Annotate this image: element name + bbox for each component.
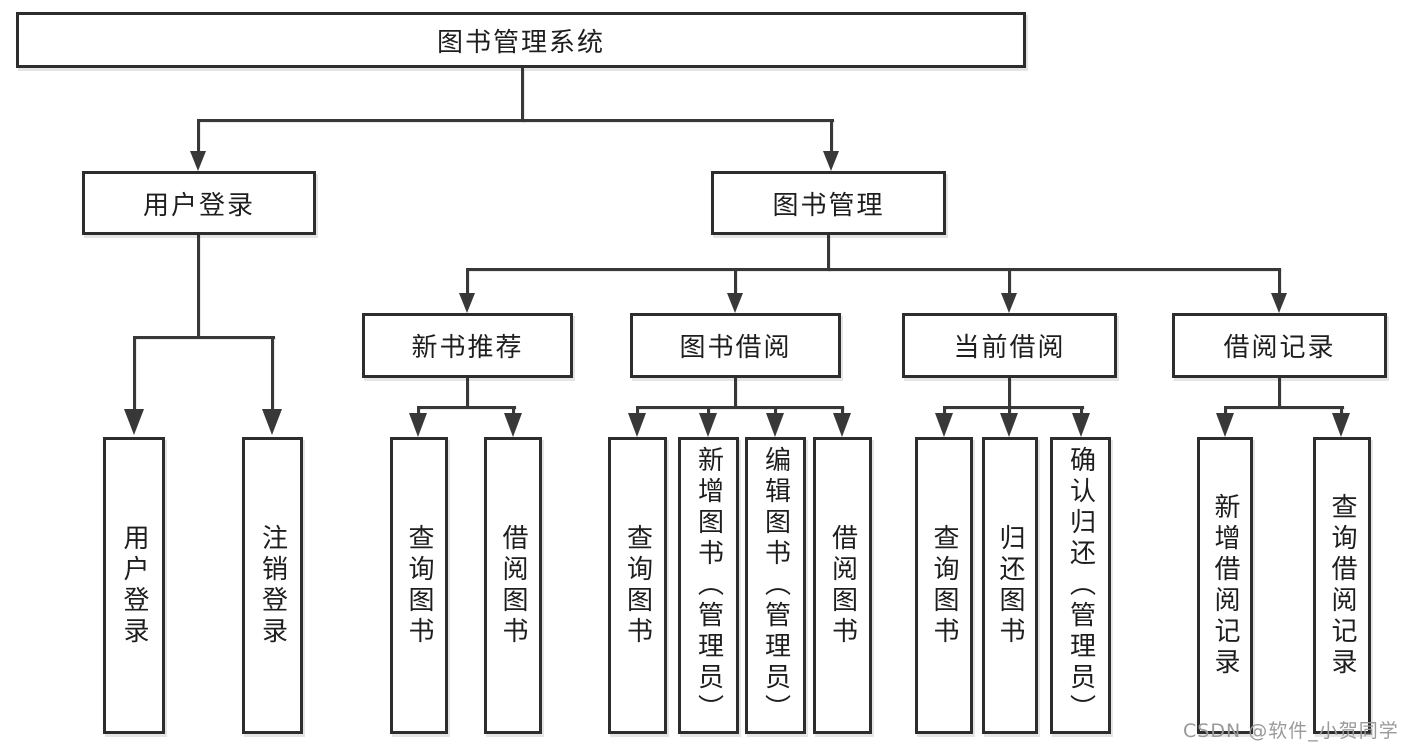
arrow-down — [935, 413, 953, 437]
arrow-down — [727, 293, 743, 313]
leaf-add-borrow-record: 新增借阅记录 — [1197, 437, 1253, 734]
tree-connector — [197, 119, 834, 122]
tree-connector — [466, 268, 1281, 271]
leaf-confirm-return-admin: 确认归还（管理员） — [1050, 437, 1111, 734]
arrow-down — [1216, 413, 1234, 437]
node-label: 用户登录 — [142, 190, 255, 221]
leaf-query-books-recommend: 查询图书 — [390, 437, 448, 734]
tree-connector — [734, 268, 737, 295]
leaf-query-books-borrow: 查询图书 — [608, 437, 667, 734]
leaf-label: 新增图书（管理员） — [693, 446, 724, 725]
arrow-down — [1072, 413, 1090, 437]
node-current-borrowing: 当前借阅 — [902, 313, 1117, 378]
tree-connector — [512, 406, 515, 416]
leaf-label: 查询图书 — [929, 523, 959, 648]
tree-connector — [1008, 378, 1011, 408]
leaf-label: 用户登录 — [119, 523, 149, 648]
arrow-down — [1001, 293, 1017, 313]
arrow-down — [459, 293, 475, 313]
arrow-down — [190, 151, 206, 171]
leaf-label: 查询借阅记录 — [1327, 492, 1357, 679]
tree-connector — [1224, 406, 1344, 409]
tree-connector — [197, 119, 200, 153]
tree-connector — [636, 406, 639, 416]
tree-connector — [707, 406, 710, 416]
node-label: 新书推荐 — [411, 333, 524, 363]
tree-connector — [417, 406, 516, 409]
tree-connector — [827, 235, 830, 271]
node-label: 图书管理 — [772, 190, 885, 221]
leaf-user-login: 用户登录 — [103, 437, 165, 734]
tree-connector — [943, 406, 946, 416]
tree-connector — [734, 378, 737, 408]
tree-connector — [636, 406, 844, 409]
leaf-label: 确认归还（管理员） — [1065, 446, 1096, 725]
arrow-down — [833, 413, 851, 437]
leaf-label: 借阅图书 — [498, 523, 528, 648]
tree-connector — [466, 378, 469, 408]
node-label: 图书借阅 — [679, 333, 792, 363]
leaf-label: 查询图书 — [404, 523, 434, 648]
tree-connector — [133, 336, 275, 339]
arrow-down — [699, 413, 717, 437]
leaf-return-book: 归还图书 — [982, 437, 1038, 734]
node-book-borrowing: 图书借阅 — [630, 313, 841, 378]
arrow-down — [1332, 413, 1350, 437]
leaf-query-books-current: 查询图书 — [915, 437, 973, 734]
node-new-book-recommendation: 新书推荐 — [362, 313, 573, 378]
leaf-label: 查询图书 — [622, 523, 653, 648]
node-user-login: 用户登录 — [82, 171, 316, 235]
node-label: 当前借阅 — [953, 333, 1066, 363]
arrow-down — [628, 413, 646, 437]
arrow-down — [124, 409, 144, 435]
tree-connector — [1008, 406, 1011, 416]
tree-connector — [197, 235, 200, 338]
tree-connector — [943, 406, 1084, 409]
leaf-query-borrow-record: 查询借阅记录 — [1313, 437, 1371, 734]
arrow-down — [823, 151, 839, 171]
leaf-label: 借阅图书 — [827, 523, 858, 648]
arrow-down — [1000, 413, 1018, 437]
leaf-logout: 注销登录 — [242, 437, 303, 734]
leaf-edit-book-admin: 编辑图书（管理员） — [745, 437, 806, 734]
tree-connector — [1224, 406, 1227, 416]
tree-connector — [466, 268, 469, 295]
leaf-label: 注销登录 — [257, 523, 288, 648]
tree-connector — [841, 406, 844, 416]
arrow-down — [262, 409, 282, 435]
node-borrowing-records: 借阅记录 — [1172, 313, 1387, 378]
arrow-down — [766, 413, 784, 437]
node-book-management: 图书管理 — [711, 171, 946, 235]
csdn-watermark: CSDN @软件_小贺同学 — [1183, 720, 1399, 742]
arrow-down — [504, 413, 522, 437]
tree-connector — [521, 68, 524, 122]
tree-connector — [1278, 268, 1281, 295]
leaf-borrow-books-recommend: 借阅图书 — [484, 437, 542, 734]
tree-connector — [774, 406, 777, 416]
tree-connector — [1278, 378, 1281, 408]
tree-connector — [133, 336, 136, 411]
node-label: 图书管理系统 — [436, 27, 605, 58]
tree-connector — [830, 119, 833, 153]
leaf-borrow-books: 借阅图书 — [813, 437, 872, 734]
tree-connector — [417, 406, 420, 416]
tree-connector — [1340, 406, 1343, 416]
tree-connector — [1080, 406, 1083, 416]
node-label: 借阅记录 — [1223, 333, 1336, 363]
leaf-label: 归还图书 — [995, 523, 1025, 648]
tree-connector — [1008, 268, 1011, 295]
leaf-label: 新增借阅记录 — [1210, 492, 1240, 679]
leaf-add-book-admin: 新增图书（管理员） — [678, 437, 739, 734]
leaf-label: 编辑图书（管理员） — [760, 446, 791, 725]
arrow-down — [409, 413, 427, 437]
tree-connector — [271, 336, 274, 411]
node-root-library-system: 图书管理系统 — [16, 12, 1026, 68]
arrow-down — [1271, 293, 1287, 313]
